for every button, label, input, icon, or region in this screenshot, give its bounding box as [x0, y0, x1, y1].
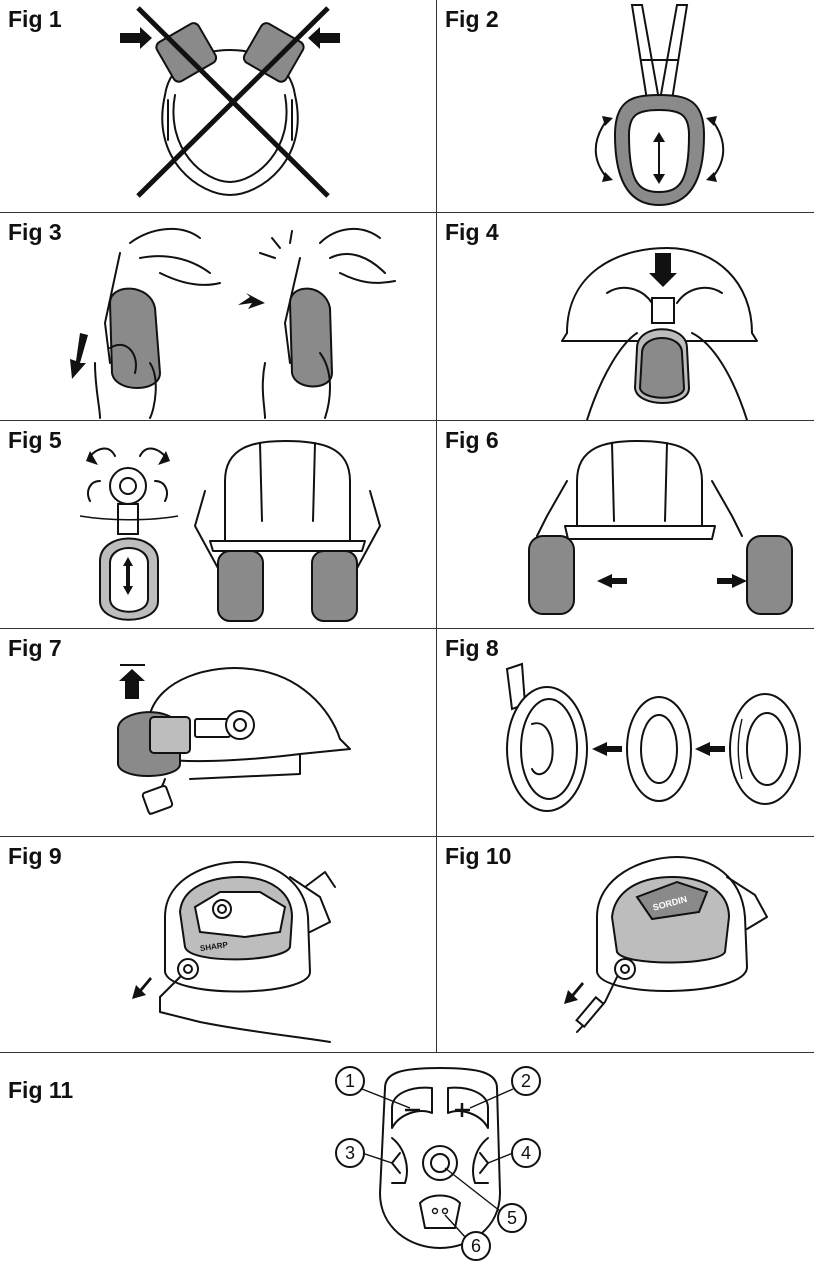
- fig11-keypad-diagram: 1 2 3 4 5 6: [335, 1066, 541, 1261]
- figure-8: Fig 8: [437, 629, 814, 836]
- callout-4: [511, 1138, 541, 1168]
- fig6-illustration: [528, 440, 793, 615]
- figure-6: Fig 6: [437, 421, 814, 628]
- figure-10: Fig 10 SORDIN: [437, 837, 814, 1052]
- fig9-brand-text: SHARP: [199, 940, 229, 953]
- divider-row-3: [0, 628, 814, 629]
- fig3-illustration: [70, 227, 396, 419]
- figure-1: Fig 1: [0, 0, 436, 212]
- callout-6: [461, 1231, 491, 1261]
- fig10-illustration: SORDIN: [564, 855, 768, 1033]
- figure-5: Fig 5: [0, 421, 436, 628]
- figure-10-label: Fig 10: [445, 843, 512, 869]
- fig1-illustration: [120, 6, 340, 198]
- figure-8-label: Fig 8: [445, 635, 499, 661]
- callout-1-number: 1: [345, 1071, 355, 1091]
- callout-2-number: 2: [521, 1071, 531, 1091]
- fig8-illustration: [505, 662, 801, 812]
- callout-1: [335, 1066, 365, 1096]
- callout-6-number: 6: [471, 1236, 481, 1256]
- figure-7: Fig 7: [0, 629, 436, 836]
- callout-2: [511, 1066, 541, 1096]
- divider-row-1: [0, 212, 814, 213]
- figure-4-label: Fig 4: [445, 219, 499, 245]
- figure-2: Fig 2: [437, 0, 814, 212]
- figure-3-label: Fig 3: [8, 219, 62, 245]
- divider-row-5: [0, 1052, 814, 1053]
- figure-6-label: Fig 6: [445, 427, 499, 453]
- fig7-illustration: [117, 664, 351, 815]
- callout-5-number: 5: [507, 1208, 517, 1228]
- fig9-illustration: SHARP: [132, 860, 336, 1043]
- callout-3-number: 3: [345, 1143, 355, 1163]
- figure-11: Fig 11 1 2 3 4 5 6: [0, 1053, 814, 1267]
- fig5-illustration: [79, 440, 381, 622]
- callout-5: [497, 1203, 527, 1233]
- figure-1-label: Fig 1: [8, 6, 62, 32]
- divider-row-2: [0, 420, 814, 421]
- figure-4: Fig 4: [437, 213, 814, 420]
- figure-9: Fig 9 SHARP: [0, 837, 436, 1052]
- figure-7-label: Fig 7: [8, 635, 62, 661]
- divider-row-4: [0, 836, 814, 837]
- figure-9-label: Fig 9: [8, 843, 62, 869]
- fig2-illustration: [594, 4, 725, 207]
- divider-column: [436, 0, 437, 1052]
- callout-3: [335, 1138, 365, 1168]
- callout-4-number: 4: [521, 1143, 531, 1163]
- figure-2-label: Fig 2: [445, 6, 499, 32]
- fig4-illustration: [561, 247, 758, 420]
- figure-11-label: Fig 11: [8, 1077, 74, 1103]
- figure-5-label: Fig 5: [8, 427, 62, 453]
- figure-3: Fig 3: [0, 213, 436, 420]
